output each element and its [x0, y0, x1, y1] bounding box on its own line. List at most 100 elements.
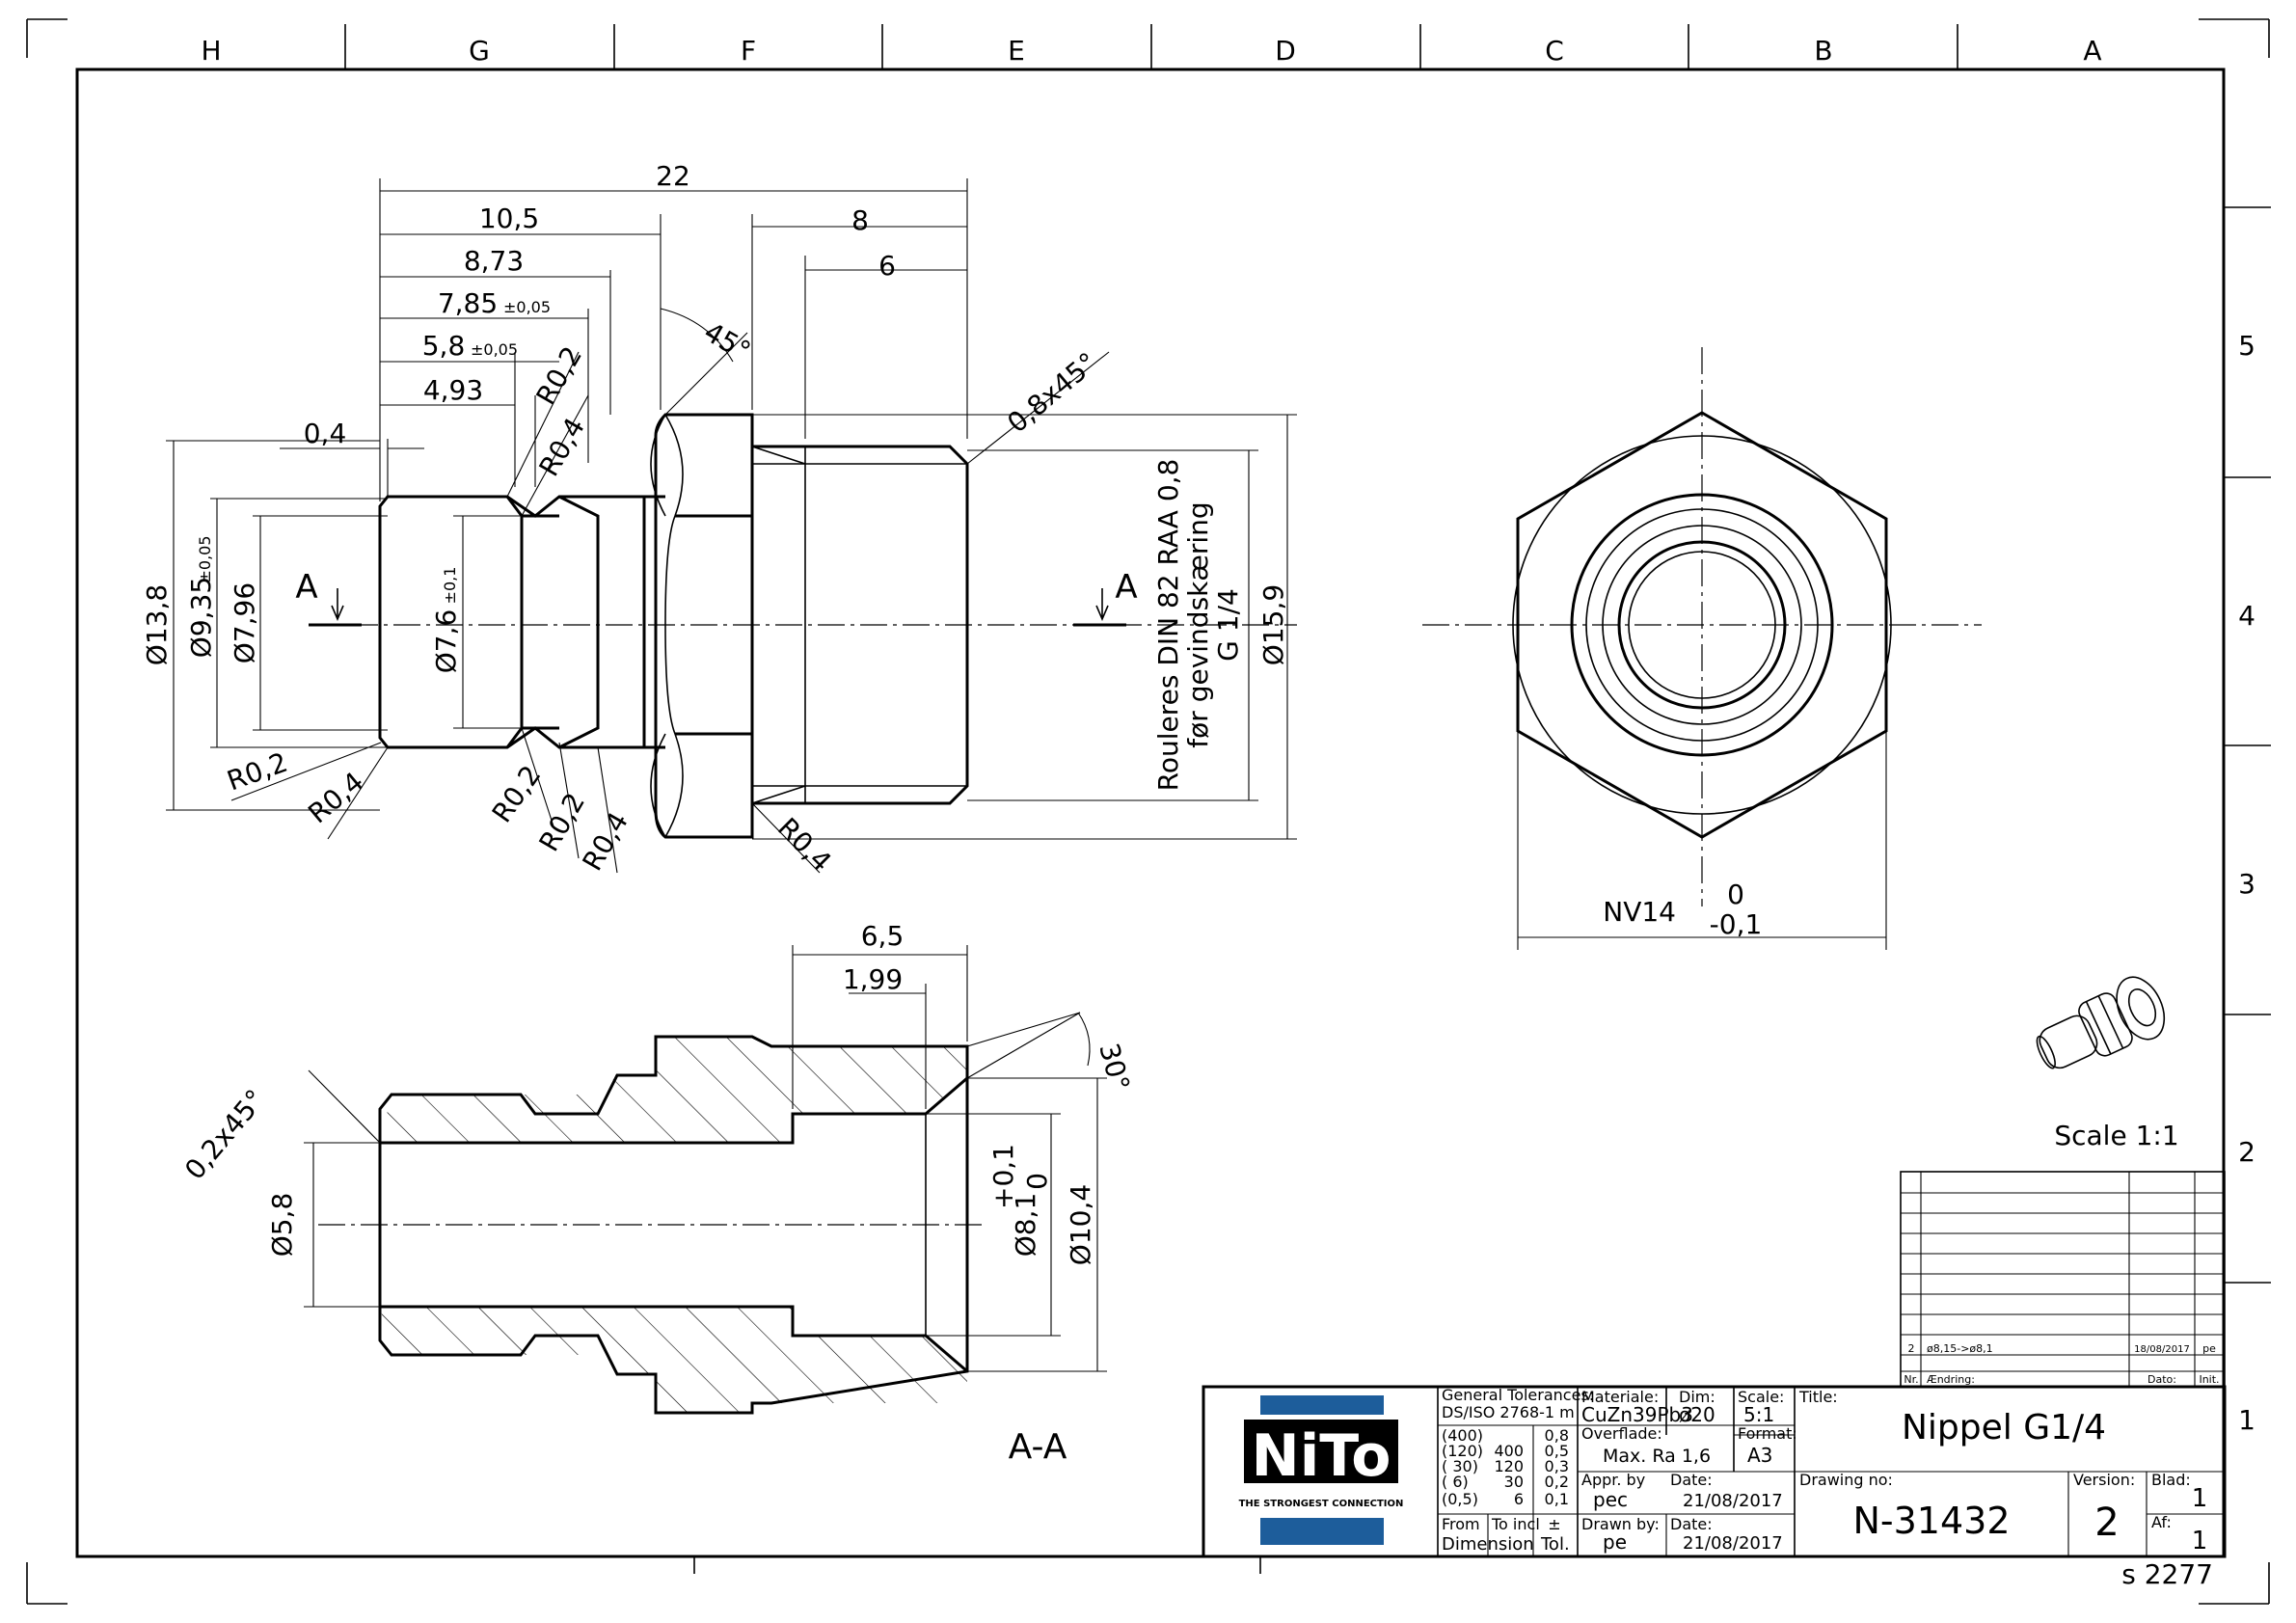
dim-0-4: 0,4: [304, 418, 347, 449]
front-view-dimensions: 22 10,5 8,73 7,85 ±0,05 5,8 ±0,05 4,93 0…: [141, 160, 1297, 878]
dim-7-85-tol: ±0,05: [503, 298, 551, 316]
surface-label: Overflade:: [1581, 1424, 1662, 1443]
rev-nr: 2: [1908, 1342, 1915, 1355]
dim-6: 6: [878, 250, 896, 282]
drawn-date-value: 21/08/2017: [1683, 1533, 1783, 1554]
tol-row-2-to: 400: [1494, 1442, 1524, 1460]
side-view: NV14 0 -0,1: [1422, 347, 1982, 950]
sheet-code: s 2277: [2121, 1558, 2213, 1590]
drawn-date-label: Date:: [1670, 1515, 1713, 1533]
approved-date-label: Date:: [1670, 1471, 1713, 1489]
drawing-no-label: Drawing no:: [1799, 1471, 1893, 1489]
drawing-number: N-31432: [1852, 1500, 2010, 1542]
dia-10-4: Ø10,4: [1065, 1184, 1096, 1265]
approved-date-value: 21/08/2017: [1683, 1491, 1783, 1511]
from-label: From: [1442, 1515, 1480, 1533]
drawing-title: Nippel G1/4: [1902, 1408, 2106, 1447]
angle-45: 45°: [699, 315, 756, 366]
dia-7-6-tol: ±0,1: [441, 567, 459, 605]
col-label-c: C: [1545, 35, 1564, 67]
dim-5-8-tol: ±0,05: [471, 340, 518, 359]
col-label-h: H: [201, 35, 221, 67]
tol-row-5-to: 6: [1514, 1490, 1524, 1508]
format-label: Format:: [1738, 1424, 1797, 1443]
approved-by-label: Appr. by: [1581, 1471, 1645, 1489]
tol-label: Tol.: [1540, 1534, 1570, 1555]
dia-7-96: Ø7,96: [229, 582, 260, 663]
scale-value: 5:1: [1743, 1403, 1774, 1426]
chamfer-0-8: 0,8x45°: [1001, 346, 1103, 439]
tol-row-2-from: (120): [1442, 1442, 1483, 1460]
dia-8-1: Ø8,1: [1010, 1193, 1041, 1258]
iso-view: Scale 1:1: [2036, 976, 2179, 1151]
dim-22: 22: [656, 160, 690, 192]
format-value: A3: [1747, 1444, 1772, 1467]
dim-4-93: 4,93: [423, 374, 483, 406]
af-value: 1: [2192, 1527, 2208, 1555]
radius-label-8: R0,4: [771, 812, 838, 879]
logo-tagline: THE STRONGEST CONNECTION: [1239, 1499, 1404, 1509]
col-label-b: B: [1814, 35, 1832, 67]
radius-label-5: R0,4: [576, 807, 635, 877]
drawn-by-label: Drawn by:: [1581, 1515, 1660, 1533]
sheet-frame: [26, 18, 2271, 1605]
col-label-d: D: [1275, 35, 1296, 67]
rev-header-date: Dato:: [2147, 1373, 2176, 1386]
scale-label: Scale 1:1: [2054, 1120, 2178, 1151]
section-label: A-A: [1009, 1427, 1067, 1467]
row-label-1: 1: [2238, 1404, 2255, 1436]
nv-label: NV14: [1603, 896, 1676, 928]
approved-by-value: pec: [1593, 1488, 1628, 1511]
tolerance-standard: DS/ISO 2768-1 m: [1442, 1403, 1575, 1421]
tol-row-3-from: ( 30): [1442, 1457, 1478, 1475]
col-label-e: E: [1008, 35, 1025, 67]
tol-row-2-tol: 0,5: [1545, 1442, 1569, 1460]
logo-wordmark: NiTo: [1252, 1422, 1391, 1490]
dia-8-1-upper-tol: +0,1: [987, 1144, 1019, 1209]
section-mark-right: A: [1115, 568, 1137, 607]
general-tolerances-label: General Tolerances:: [1442, 1386, 1594, 1404]
radius-label-1: R0,2: [223, 746, 291, 798]
dim-label: Dim:: [1679, 1388, 1715, 1406]
dia-8-1-lower-tol: 0: [1021, 1173, 1053, 1190]
rev-init: pe: [2202, 1342, 2216, 1355]
tol-row-3-to: 120: [1494, 1457, 1524, 1475]
tol-row-1-tol: 0,8: [1545, 1426, 1569, 1445]
rev-change: ø8,15->ø8,1: [1927, 1342, 1993, 1355]
col-label-a: A: [2083, 35, 2101, 67]
blad-label: Blad:: [2151, 1471, 2191, 1489]
version-label: Version:: [2073, 1471, 2135, 1489]
front-view: A A: [295, 413, 1297, 839]
nv-upper-tol: 0: [1727, 879, 1744, 910]
section-view: 6,5 1,99 30° 0,2x45° Ø5,8 Ø8,1 +0,1 0 Ø1…: [178, 920, 1136, 1467]
title-block: NiTo THE STRONGEST CONNECTION General To…: [1202, 1385, 2227, 1558]
dia-7-6: Ø7,6: [430, 609, 462, 674]
tol-row-4-tol: 0,2: [1545, 1473, 1569, 1491]
nv-lower-tol: -0,1: [1710, 908, 1763, 940]
radius-label-6: R0,2: [529, 341, 588, 411]
dim-8: 8: [851, 204, 869, 236]
dia-13-8: Ø13,8: [141, 584, 173, 665]
angle-30: 30°: [1093, 1040, 1136, 1094]
version-value: 2: [2094, 1501, 2119, 1545]
rev-header-init: Init.: [2199, 1373, 2219, 1386]
blad-value: 1: [2192, 1484, 2208, 1513]
tol-row-4-to: 30: [1504, 1473, 1524, 1491]
row-label-3: 3: [2238, 868, 2255, 900]
dia-5-8: Ø5,8: [266, 1193, 298, 1258]
row-label-4: 4: [2238, 600, 2255, 632]
drawn-by-value: pe: [1603, 1530, 1627, 1554]
tol-row-3-tol: 0,3: [1545, 1457, 1569, 1475]
dim-6-5: 6,5: [861, 920, 905, 952]
rev-header-change: Ændring:: [1927, 1373, 1975, 1386]
surface-value: Max. Ra 1,6: [1603, 1446, 1711, 1467]
tol-row-5-from: (0,5): [1442, 1490, 1478, 1508]
dimension-label: Dimension: [1442, 1534, 1534, 1555]
radius-label-7: R0,4: [532, 413, 591, 482]
thread-note-line-2: før gevindskæring: [1182, 501, 1214, 747]
to-incl-label: To incl: [1491, 1515, 1540, 1533]
dim-1-99: 1,99: [843, 963, 903, 995]
material-value: CuZn39Pb3: [1581, 1403, 1693, 1426]
row-labels: 5 4 3 2 1: [2238, 330, 2255, 1436]
